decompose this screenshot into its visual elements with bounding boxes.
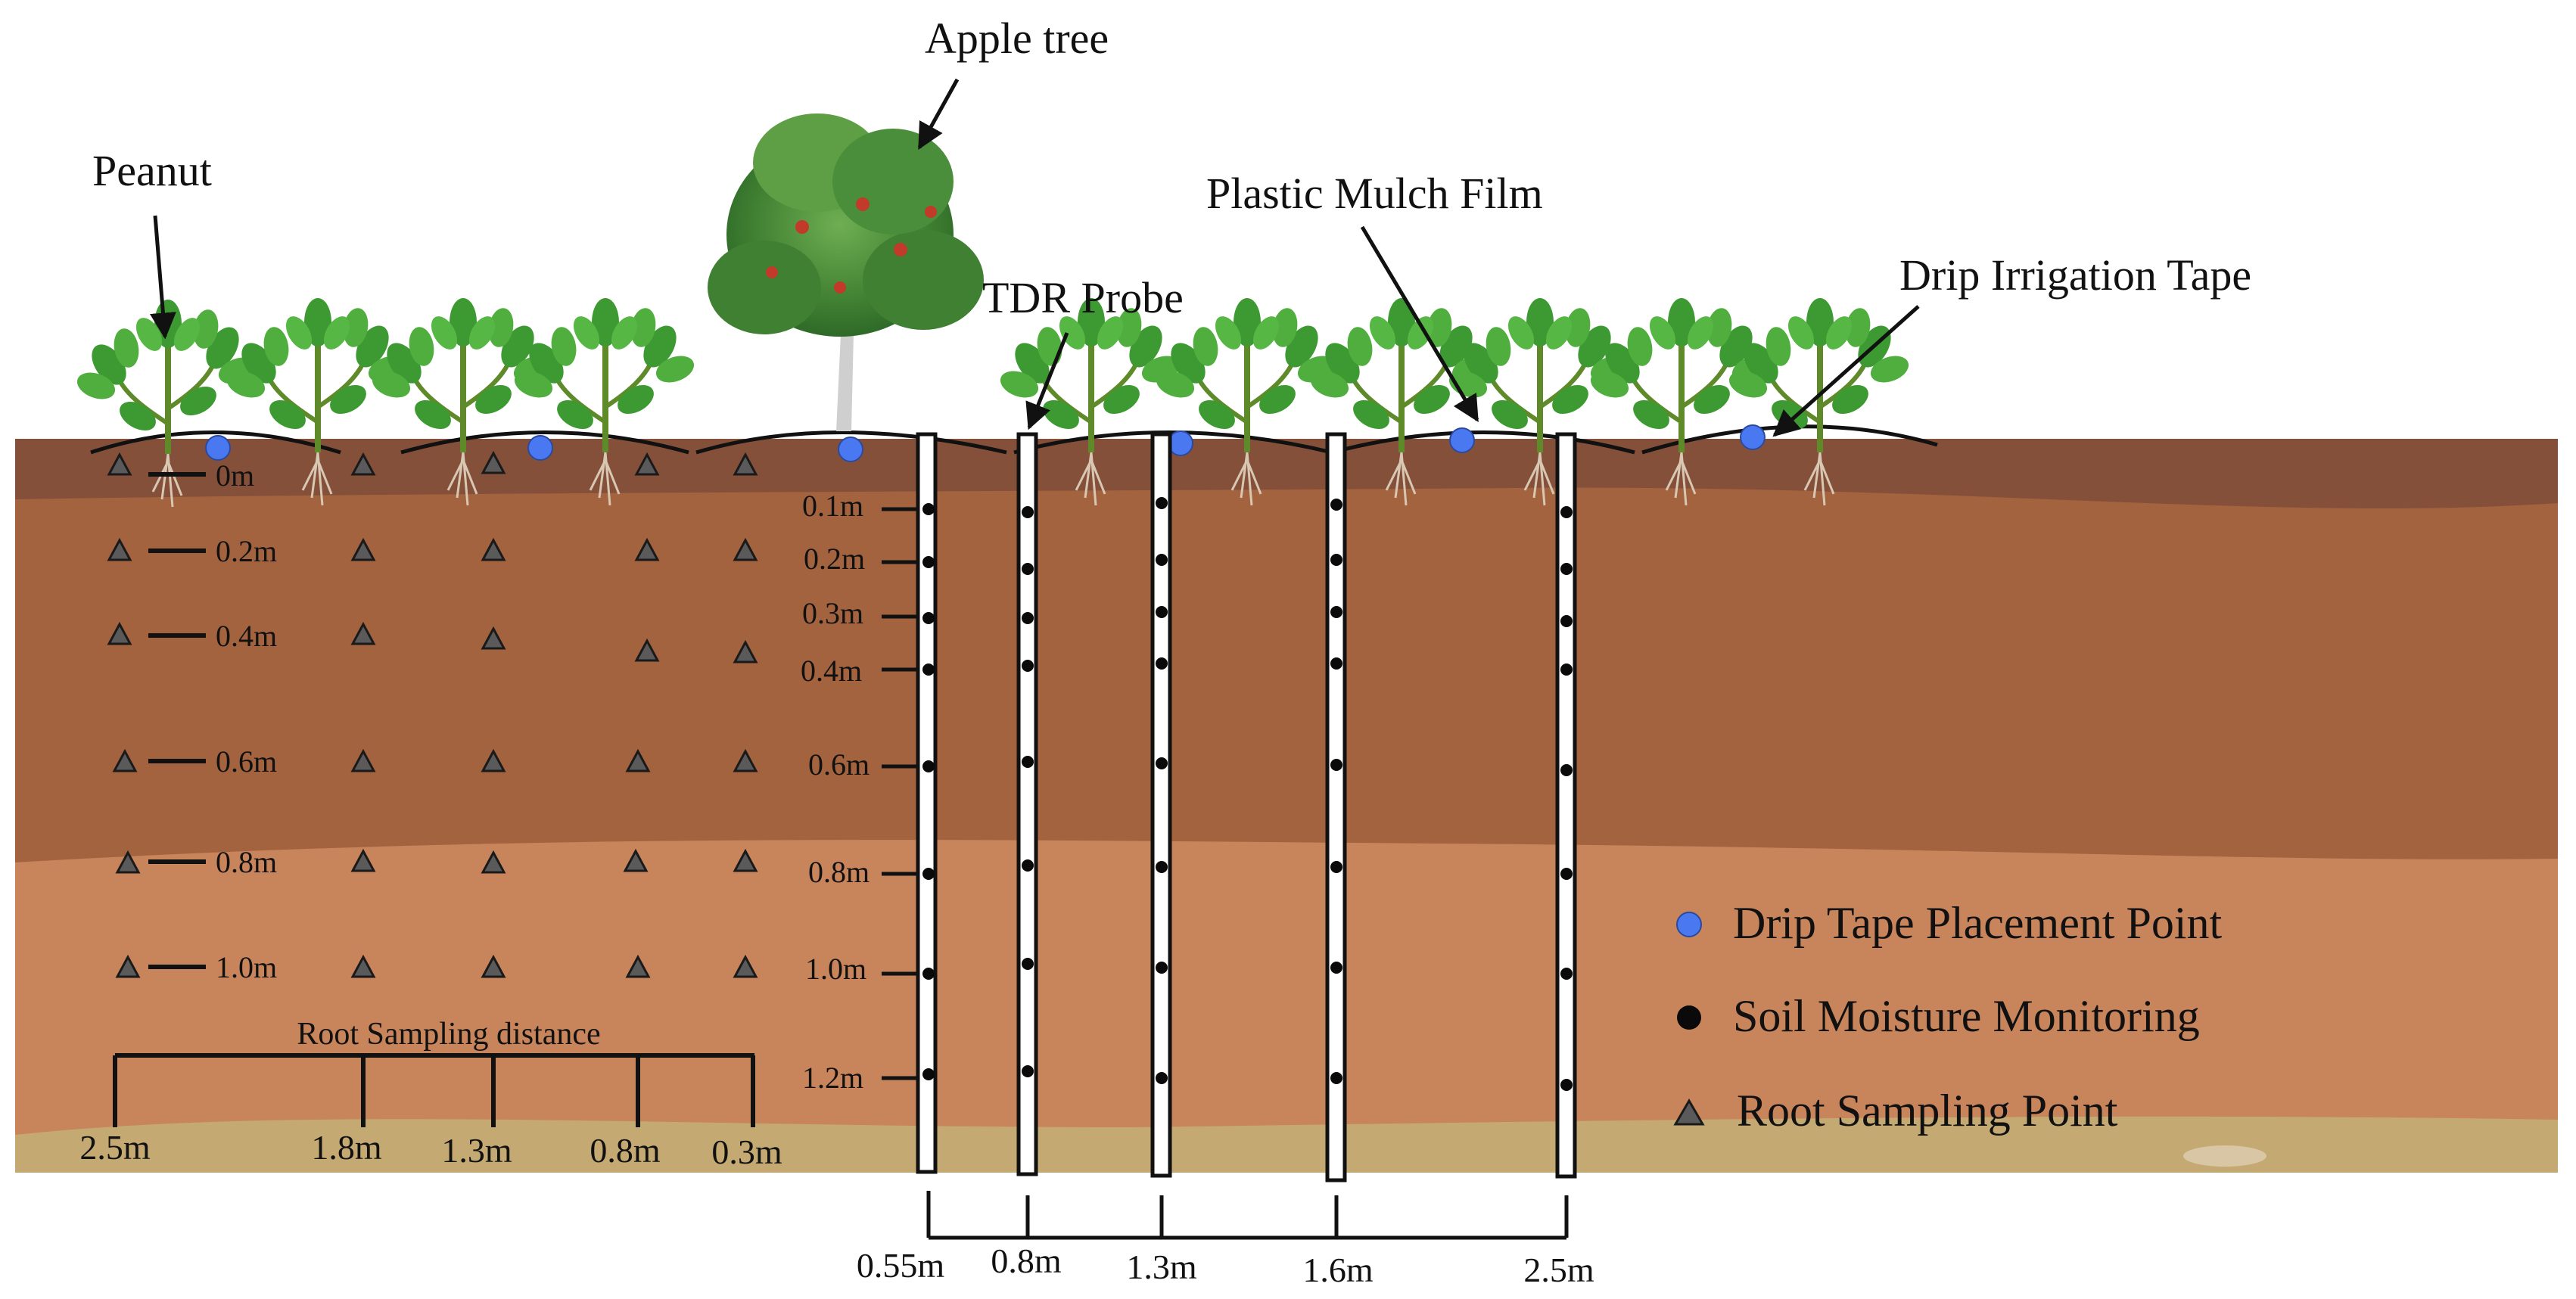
root-distance-label: 0.3m: [711, 1133, 782, 1171]
legend-drip-tape-label: Drip Tape Placement Point: [1733, 898, 2223, 948]
soil-profile: [15, 439, 2558, 1173]
probe-distance-label: 1.6m: [1302, 1251, 1374, 1289]
root-depth-label: 0m: [216, 458, 254, 493]
moisture-depth-label: 0.3m: [802, 596, 863, 630]
moisture-depth-label: 0.8m: [808, 855, 870, 889]
root-depth-label: 0.8m: [216, 845, 277, 879]
legend: Drip Tape Placement Point Soil Moisture …: [1673, 898, 2223, 1136]
drip-point: [838, 437, 863, 462]
moisture-depth-label: 0.4m: [801, 654, 862, 688]
root-distance-label: 0.8m: [590, 1131, 661, 1170]
probe-distance-label: 0.8m: [991, 1242, 1062, 1280]
black-dot-icon: [1677, 1005, 1701, 1030]
moisture-depth-label: 0.6m: [808, 747, 870, 782]
root-sampling-distance-bracket: Root Sampling distance 2.5m 1.8m 1.3m 0.…: [79, 1017, 782, 1171]
drip-point: [1168, 430, 1193, 456]
root-sampling-distance-title: Root Sampling distance: [297, 1017, 600, 1052]
plastic-mulch-film-label: Plastic Mulch Film: [1206, 169, 1543, 218]
root-depth-label: 0.4m: [216, 619, 277, 653]
apple-tree-icon: [708, 113, 984, 431]
root-depth-label: 1.0m: [216, 950, 277, 984]
drip-irrigation-tape-label: Drip Irrigation Tape: [1899, 250, 2251, 300]
peanut-label: Peanut: [92, 146, 212, 195]
legend-root-sampling-label: Root Sampling Point: [1737, 1086, 2118, 1136]
root-sampling-points: [107, 450, 758, 978]
drip-point: [527, 435, 553, 461]
root-depth-label: 0.6m: [216, 744, 277, 778]
moisture-points: [922, 497, 1573, 1091]
root-distance-label: 2.5m: [79, 1128, 151, 1167]
drip-point: [1740, 424, 1766, 450]
drip-point: [205, 435, 231, 461]
probe-distance-bracket: 0.55m 0.8m 1.3m 1.6m 2.5m: [857, 1191, 1594, 1289]
tdr-probe-label: TDR Probe: [982, 273, 1184, 322]
drip-point: [1449, 427, 1475, 453]
probe-distance-label: 1.3m: [1126, 1248, 1197, 1286]
tdr-probes: [916, 432, 1577, 1182]
root-depth-label: 0.2m: [216, 534, 277, 568]
root-depth-scale: 0m 0.2m 0.4m 0.6m 0.8m 1.0m: [148, 458, 277, 984]
gray-triangle-icon: [1673, 1099, 1705, 1126]
apple-tree-label: Apple tree: [925, 14, 1109, 63]
blue-circle-icon: [1676, 912, 1702, 937]
moisture-depth-label: 1.2m: [802, 1061, 863, 1095]
legend-soil-moisture-label: Soil Moisture Monitoring: [1733, 991, 2200, 1041]
probe-distance-label: 0.55m: [857, 1246, 945, 1285]
root-distance-label: 1.3m: [441, 1131, 512, 1170]
callouts: Apple tree Peanut Plastic Mulch Film TDR…: [92, 14, 2251, 437]
root-distance-label: 1.8m: [311, 1128, 382, 1167]
moisture-depth-label: 1.0m: [805, 952, 866, 986]
probe-distance-label: 2.5m: [1523, 1251, 1594, 1289]
moisture-depth-label: 0.2m: [804, 542, 865, 576]
moisture-depth-scale: 0.1m 0.2m 0.3m 0.4m 0.6m 0.8m 1.0m 1.2m: [801, 489, 918, 1095]
drip-tape-points: [205, 424, 1766, 462]
moisture-depth-label: 0.1m: [802, 489, 863, 523]
tdr-probe-tube: [916, 432, 1577, 1182]
